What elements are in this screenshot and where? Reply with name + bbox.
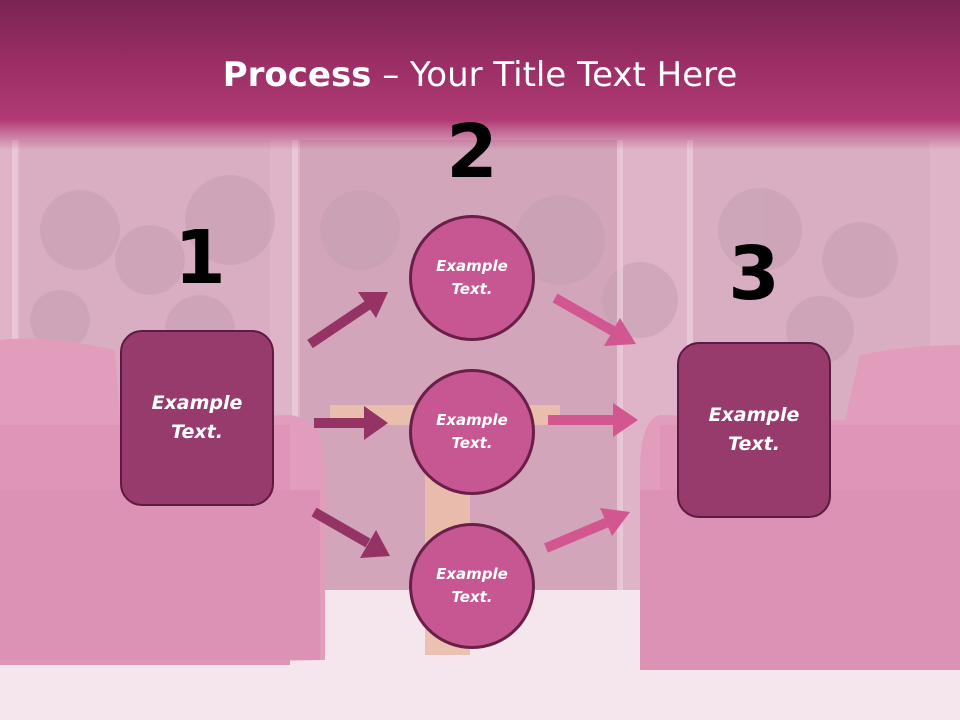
step-number-3: 3: [728, 231, 780, 317]
step-number-1: 1: [174, 215, 226, 301]
step-2-circle-bottom: Example Text.: [409, 523, 535, 649]
step-2-circle-middle: Example Text.: [409, 369, 535, 495]
step-number-2: 2: [446, 109, 498, 195]
step-2-circle-top: Example Text.: [409, 215, 535, 341]
arrow-right-middle: [548, 403, 638, 437]
arrow-left-middle: [314, 406, 388, 440]
title-bar: [0, 0, 960, 150]
title-rest: – Your Title Text Here: [371, 55, 738, 95]
step-1-box: Example Text.: [120, 330, 274, 506]
arrow-right-bottom: [544, 508, 630, 553]
title-bold: Process: [222, 55, 372, 95]
slide-title: Process – Your Title Text Here: [0, 52, 960, 98]
arrow-left-top: [307, 292, 388, 349]
arrow-left-bottom: [311, 507, 390, 558]
step-3-box: Example Text.: [677, 342, 831, 518]
arrow-right-top: [552, 293, 636, 346]
